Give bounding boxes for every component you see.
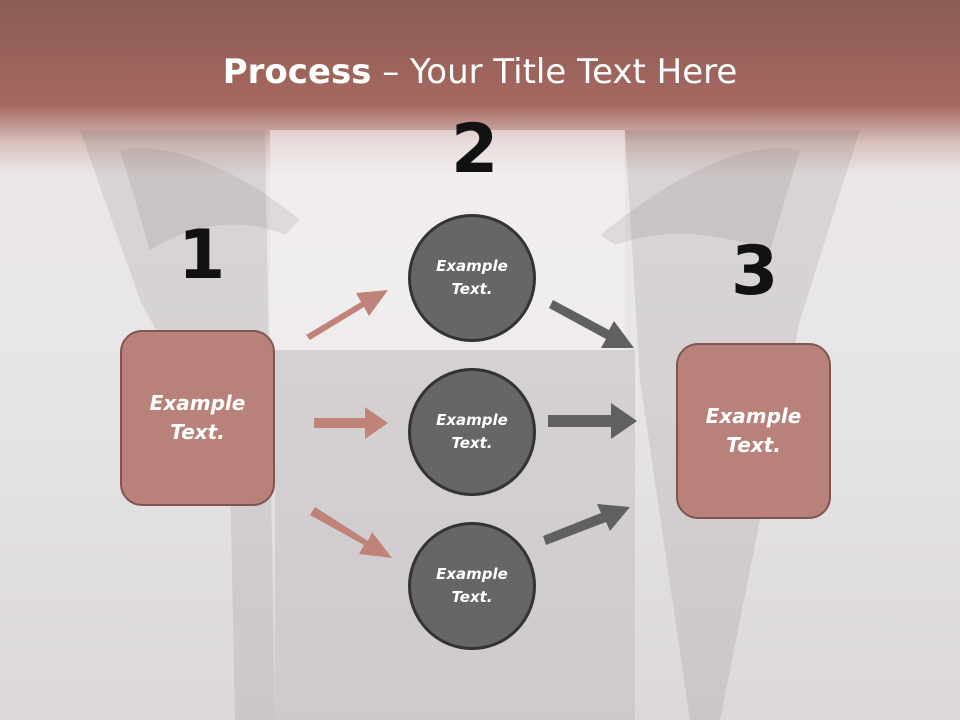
circle-bottom-label: Example Text. bbox=[436, 565, 508, 606]
circle-middle-label: Example Text. bbox=[436, 411, 508, 452]
step-number-3: 3 bbox=[731, 232, 779, 311]
step-number-2: 2 bbox=[451, 110, 499, 189]
circle-top-label: Example Text. bbox=[436, 257, 508, 298]
start-box-label: Example Text. bbox=[149, 391, 246, 444]
process-circle-top[interactable]: Example Text. bbox=[408, 214, 536, 342]
title-rest: – Your Title Text Here bbox=[371, 52, 738, 92]
title-bold: Process bbox=[222, 52, 372, 92]
step-number-1: 1 bbox=[178, 216, 226, 295]
end-box-label: Example Text. bbox=[705, 404, 802, 457]
start-box[interactable]: Example Text. bbox=[120, 330, 275, 506]
process-circle-middle[interactable]: Example Text. bbox=[408, 368, 536, 496]
end-box[interactable]: Example Text. bbox=[676, 343, 831, 519]
page-title: Process – Your Title Text Here bbox=[0, 52, 960, 92]
process-circle-bottom[interactable]: Example Text. bbox=[408, 522, 536, 650]
